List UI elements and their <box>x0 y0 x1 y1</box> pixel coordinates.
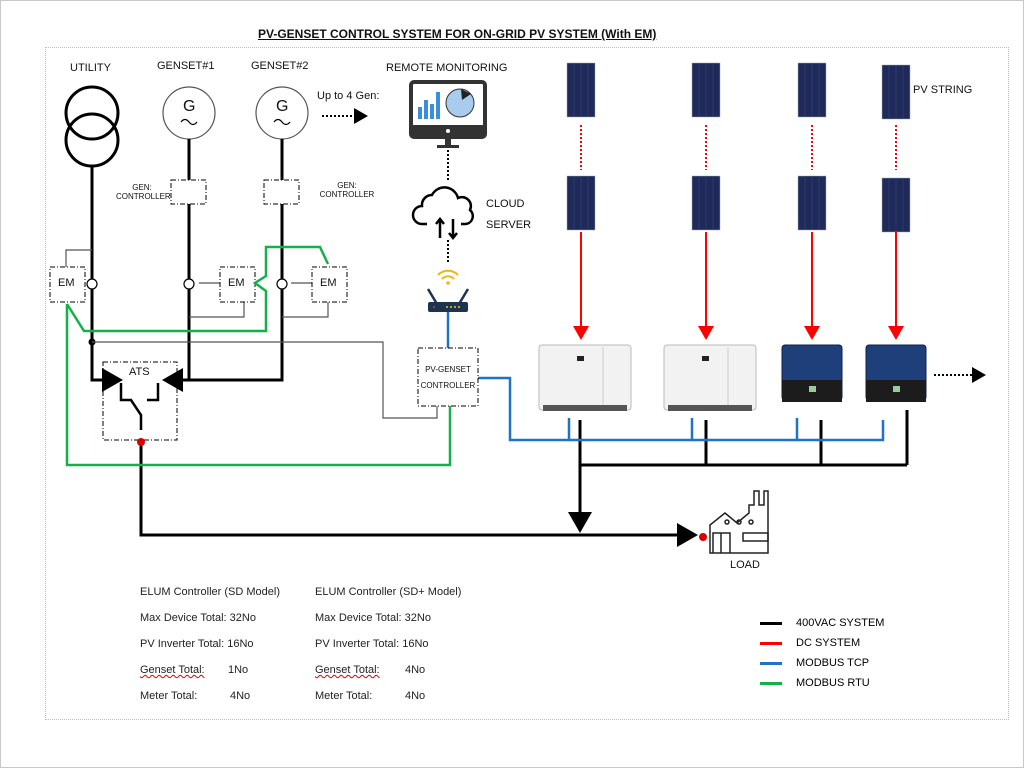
spec-sd-plus-model: ELUM Controller (SD+ Model) Max Device T… <box>315 586 461 716</box>
gen-controller-line2: CONTROLLER <box>116 192 171 201</box>
em-label: EM <box>320 277 337 289</box>
page-area <box>45 47 1009 720</box>
monitor-icon <box>409 80 487 148</box>
energy-meter-box <box>311 266 348 303</box>
genset2-label: GENSET#2 <box>251 60 309 72</box>
pv-string <box>566 62 596 340</box>
genset1-label: GENSET#1 <box>157 60 215 72</box>
spec-row: Max Device Total: 32No <box>315 612 431 624</box>
legend-item: DC SYSTEM <box>760 633 884 653</box>
em-label: EM <box>228 277 245 289</box>
spec-row: PV Inverter Total: 16No <box>315 638 429 650</box>
pv-string <box>691 62 721 340</box>
more-gens-label: Up to 4 Gen: <box>317 90 380 102</box>
diagram-title: PV-GENSET CONTROL SYSTEM FOR ON-GRID PV … <box>258 27 657 41</box>
generator-g-symbol: G <box>276 98 289 115</box>
spec-row: PV Inverter Total: 16No <box>140 638 254 650</box>
cloud-label-line1: CLOUD <box>486 198 525 210</box>
spec-heading: ELUM Controller (SD Model) <box>140 586 280 598</box>
pv-string-label: PV STRING <box>913 84 973 96</box>
gen-controller-label-1: GEN: CONTROLLER <box>116 183 171 201</box>
spec-row: Genset Total:4No <box>315 664 426 676</box>
spec-heading: ELUM Controller (SD+ Model) <box>315 586 462 598</box>
legend-swatch <box>760 621 782 625</box>
pv-genset-controller-label: PV-GENSET CONTROLLER <box>418 362 478 394</box>
modbus-tcp-wiring <box>446 312 885 442</box>
gen-controller-box <box>263 179 300 205</box>
legend-item: MODBUS TCP <box>760 653 884 673</box>
inverter-icon <box>538 344 632 411</box>
inverter-icon <box>865 344 927 402</box>
ats-switch-icon <box>119 383 160 430</box>
spec-row: Meter Total:4No <box>315 690 426 702</box>
spec-sd-model: ELUM Controller (SD Model) Max Device To… <box>140 586 280 716</box>
legend: 400VAC SYSTEM DC SYSTEM MODBUS TCP MODBU… <box>760 613 884 693</box>
legend-item: MODBUS RTU <box>760 673 884 693</box>
gen-controller-box <box>170 179 207 205</box>
inverter-icon <box>781 344 843 402</box>
cloud-label-line2: SERVER <box>486 219 532 231</box>
gen-controller-label-2: GEN: CONTROLLER <box>319 181 375 199</box>
gen-controller-line2: CONTROLLER <box>319 190 375 199</box>
spec-row: Meter Total:4No <box>140 690 251 702</box>
load-label: LOAD <box>730 559 760 571</box>
remote-monitoring-label: REMOTE MONITORING <box>386 62 508 74</box>
pv-string <box>797 62 827 340</box>
spec-row: Genset Total:1No <box>140 664 249 676</box>
legend-swatch <box>760 681 782 685</box>
ac-wiring <box>90 139 909 547</box>
pv-genset-controller-box <box>417 347 479 407</box>
ats-label: ATS <box>129 366 150 378</box>
spec-row: Max Device Total: 32No <box>140 612 256 624</box>
utility-transformer-icon <box>64 85 120 168</box>
ats-box <box>102 361 178 441</box>
controller-line1: PV-GENSET <box>425 365 471 374</box>
factory-load-icon <box>709 490 769 554</box>
utility-label: UTILITY <box>70 62 111 74</box>
gen-controller-line1: GEN: <box>337 181 357 190</box>
wifi-router-icon <box>426 269 470 312</box>
legend-swatch <box>760 641 782 645</box>
inverter-icon <box>663 344 757 411</box>
generator-g-symbol: G <box>183 98 196 115</box>
pv-string <box>881 64 911 340</box>
legend-swatch <box>760 661 782 665</box>
em-label: EM <box>58 277 75 289</box>
current-transformer-icon <box>86 278 288 290</box>
cloud-server-icon <box>411 186 475 241</box>
controller-line2: CONTROLLER <box>420 381 476 390</box>
energy-meter-box <box>49 266 86 303</box>
gen-controller-line1: GEN: <box>132 183 152 192</box>
modbus-rtu-wiring <box>65 245 452 467</box>
legend-item: 400VAC SYSTEM <box>760 613 884 633</box>
